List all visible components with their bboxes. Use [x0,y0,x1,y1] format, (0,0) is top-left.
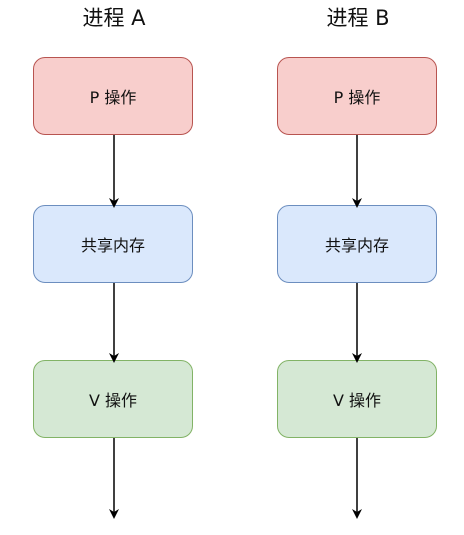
process-a-shared-memory: 共享内存 [33,205,193,283]
process-a-title: 进程 A [82,6,146,30]
process-b-title: 进程 B [326,6,390,30]
process-b-p-operation: P 操作 [277,57,437,135]
process-b-shared-memory: 共享内存 [277,205,437,283]
process-b-v-operation: V 操作 [277,360,437,438]
process-a-p-operation: P 操作 [33,57,193,135]
